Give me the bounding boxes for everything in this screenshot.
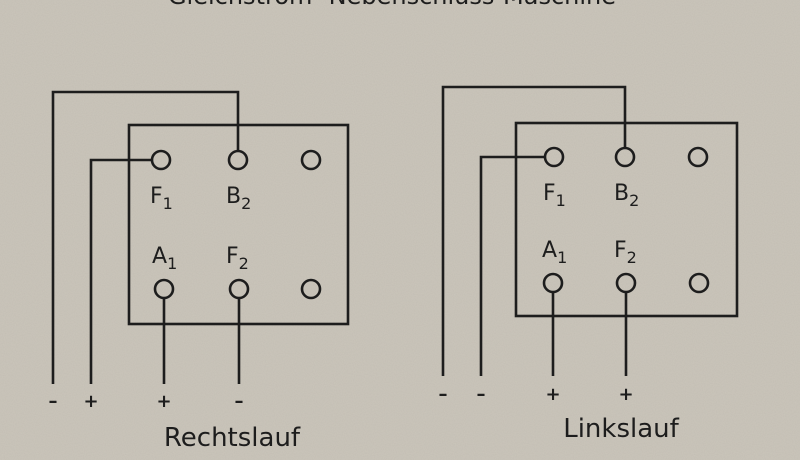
terminal-f1 bbox=[150, 149, 172, 171]
diagram-rechtslauf bbox=[51, 90, 350, 384]
sign-2: + bbox=[83, 391, 98, 412]
terminal-f2 bbox=[228, 278, 250, 300]
page-title: Gleichstrom- Nebenschluss-Maschine bbox=[168, 0, 616, 10]
label-f1: F1 bbox=[543, 181, 566, 210]
diagram-linkslauf bbox=[441, 85, 739, 376]
sign-2: – bbox=[477, 384, 486, 405]
caption-rechtslauf: Rechtslauf bbox=[164, 423, 301, 453]
sign-4: – bbox=[235, 391, 244, 412]
label-f1: F1 bbox=[150, 184, 173, 213]
terminal-bottom-right bbox=[300, 278, 322, 300]
terminal-bottom-right bbox=[688, 272, 710, 294]
label-f2: F2 bbox=[614, 238, 637, 267]
sign-1: – bbox=[439, 384, 448, 405]
wire-f1 bbox=[479, 155, 546, 376]
wire-b2 bbox=[441, 85, 627, 376]
label-f2: F2 bbox=[226, 244, 249, 273]
terminal-top-right bbox=[687, 146, 709, 168]
label-a1: A1 bbox=[152, 244, 177, 273]
label-b2: B2 bbox=[226, 184, 251, 213]
terminal-a1 bbox=[542, 272, 564, 294]
caption-linkslauf: Linkslauf bbox=[563, 414, 679, 444]
sign-4: + bbox=[618, 384, 633, 405]
labels-linkslauf: F1 B2 A1 F2 – – + + Linkslauf bbox=[439, 181, 680, 444]
terminal-f1 bbox=[543, 146, 565, 168]
terminal-top-right bbox=[300, 149, 322, 171]
sign-1: – bbox=[49, 391, 58, 412]
sign-3: + bbox=[156, 391, 171, 412]
label-a1: A1 bbox=[542, 238, 567, 267]
terminal-b2 bbox=[227, 149, 249, 171]
wire-b2 bbox=[51, 90, 240, 384]
terminal-a1 bbox=[153, 278, 175, 300]
wire-f1 bbox=[89, 158, 152, 384]
sign-3: + bbox=[545, 384, 560, 405]
label-b2: B2 bbox=[614, 181, 639, 210]
terminal-f2 bbox=[615, 272, 637, 294]
terminal-b2 bbox=[614, 146, 636, 168]
labels-rechtslauf: F1 B2 A1 F2 – + + – Rechtslauf bbox=[49, 184, 301, 453]
